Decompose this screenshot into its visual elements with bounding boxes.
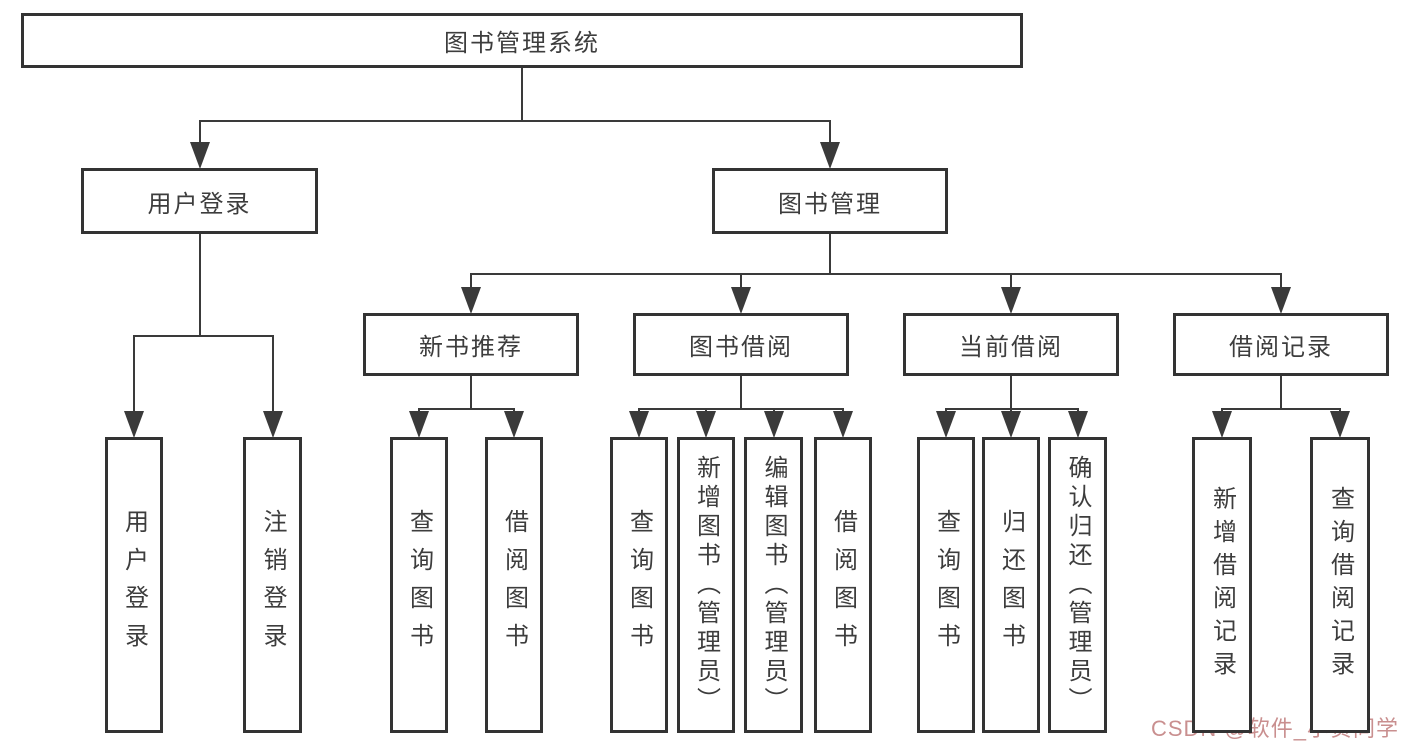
node-book-borrow: 图书借阅 [633, 313, 849, 376]
connector-segment [198, 120, 201, 145]
connector-arrowhead [189, 142, 210, 169]
connector-segment [829, 120, 831, 145]
node-current-borrow: 当前借阅 [903, 313, 1119, 376]
connector-arrowhead [629, 411, 649, 438]
node-label: 图书借阅 [689, 334, 793, 361]
node-label: 归还图书 [997, 509, 1025, 661]
node-book-mgmt: 图书管理 [712, 168, 948, 234]
node-label: 确认归还（管理员） [1064, 454, 1091, 716]
node-leaf-query-book-1: 查询图书 [390, 437, 448, 733]
node-leaf-user-login: 用户登录 [105, 437, 163, 733]
connector-segment [1010, 376, 1012, 410]
node-label: 查询图书 [405, 509, 433, 661]
connector-arrowhead [461, 287, 481, 314]
node-leaf-borrow-book-1: 借阅图书 [485, 437, 543, 733]
node-leaf-borrow-book-2: 借阅图书 [814, 437, 872, 733]
node-leaf-logout: 注销登录 [243, 437, 302, 733]
connector-arrowhead [731, 287, 751, 314]
connector-arrowhead [833, 411, 853, 438]
connector-arrowhead [696, 411, 716, 438]
node-leaf-add-book: 新增图书（管理员） [677, 437, 735, 733]
connector-segment [198, 234, 201, 337]
node-label: 编辑图书（管理员） [760, 454, 787, 716]
connector-arrowhead [820, 142, 840, 169]
node-leaf-edit-book: 编辑图书（管理员） [744, 437, 803, 733]
connector-segment [1010, 273, 1012, 290]
connector-segment [133, 335, 274, 337]
node-label: 当前借阅 [959, 334, 1063, 361]
node-label: 借阅记录 [1229, 334, 1333, 361]
node-leaf-query-book-2: 查询图书 [610, 437, 668, 733]
connector-arrowhead [936, 411, 956, 438]
node-user-login: 用户登录 [81, 168, 318, 234]
connector-segment [133, 335, 135, 414]
connector-arrowhead [1001, 287, 1021, 314]
node-label: 图书管理系统 [444, 30, 600, 57]
connector-segment [1280, 273, 1282, 290]
node-leaf-add-record: 新增借阅记录 [1192, 437, 1252, 733]
node-label: 查询借阅记录 [1326, 486, 1354, 684]
node-leaf-return-book: 归还图书 [982, 437, 1040, 733]
connector-segment [521, 68, 523, 122]
connector-segment [470, 273, 1282, 275]
connector-arrowhead [1067, 411, 1088, 438]
connector-segment [271, 335, 274, 414]
connector-arrowhead [262, 411, 283, 438]
node-label: 借阅图书 [829, 509, 857, 661]
connector-arrowhead [1001, 411, 1021, 438]
connector-segment [470, 273, 472, 290]
connector-segment [740, 376, 742, 410]
node-label: 图书管理 [778, 190, 882, 218]
connector-arrowhead [504, 411, 524, 438]
connector-segment [470, 376, 472, 410]
connector-arrowhead [124, 411, 144, 438]
node-label: 新书推荐 [419, 334, 523, 361]
connector-segment [829, 234, 831, 275]
connector-segment [1221, 408, 1341, 410]
connector-arrowhead [1330, 411, 1350, 438]
node-label: 新增图书（管理员） [692, 454, 720, 716]
node-leaf-query-book-3: 查询图书 [917, 437, 975, 733]
connector-segment [1280, 376, 1282, 410]
connector-segment [740, 273, 742, 290]
connector-arrowhead [763, 411, 784, 438]
node-label: 借阅图书 [500, 509, 528, 661]
connector-segment [198, 120, 831, 122]
node-leaf-confirm-return: 确认归还（管理员） [1048, 437, 1107, 733]
node-leaf-query-record: 查询借阅记录 [1310, 437, 1370, 733]
node-root: 图书管理系统 [21, 13, 1023, 68]
connector-arrowhead [1212, 411, 1232, 438]
connector-segment [638, 408, 844, 410]
node-label: 查询图书 [625, 509, 653, 661]
node-label: 用户登录 [120, 509, 148, 661]
node-label: 注销登录 [259, 509, 286, 661]
node-label: 新增借阅记录 [1208, 486, 1236, 684]
connector-segment [418, 408, 515, 410]
node-new-book-rec: 新书推荐 [363, 313, 579, 376]
node-borrow-records: 借阅记录 [1173, 313, 1389, 376]
connector-arrowhead [1271, 287, 1291, 314]
connector-arrowhead [409, 411, 429, 438]
node-label: 用户登录 [147, 190, 252, 218]
node-label: 查询图书 [932, 509, 960, 661]
